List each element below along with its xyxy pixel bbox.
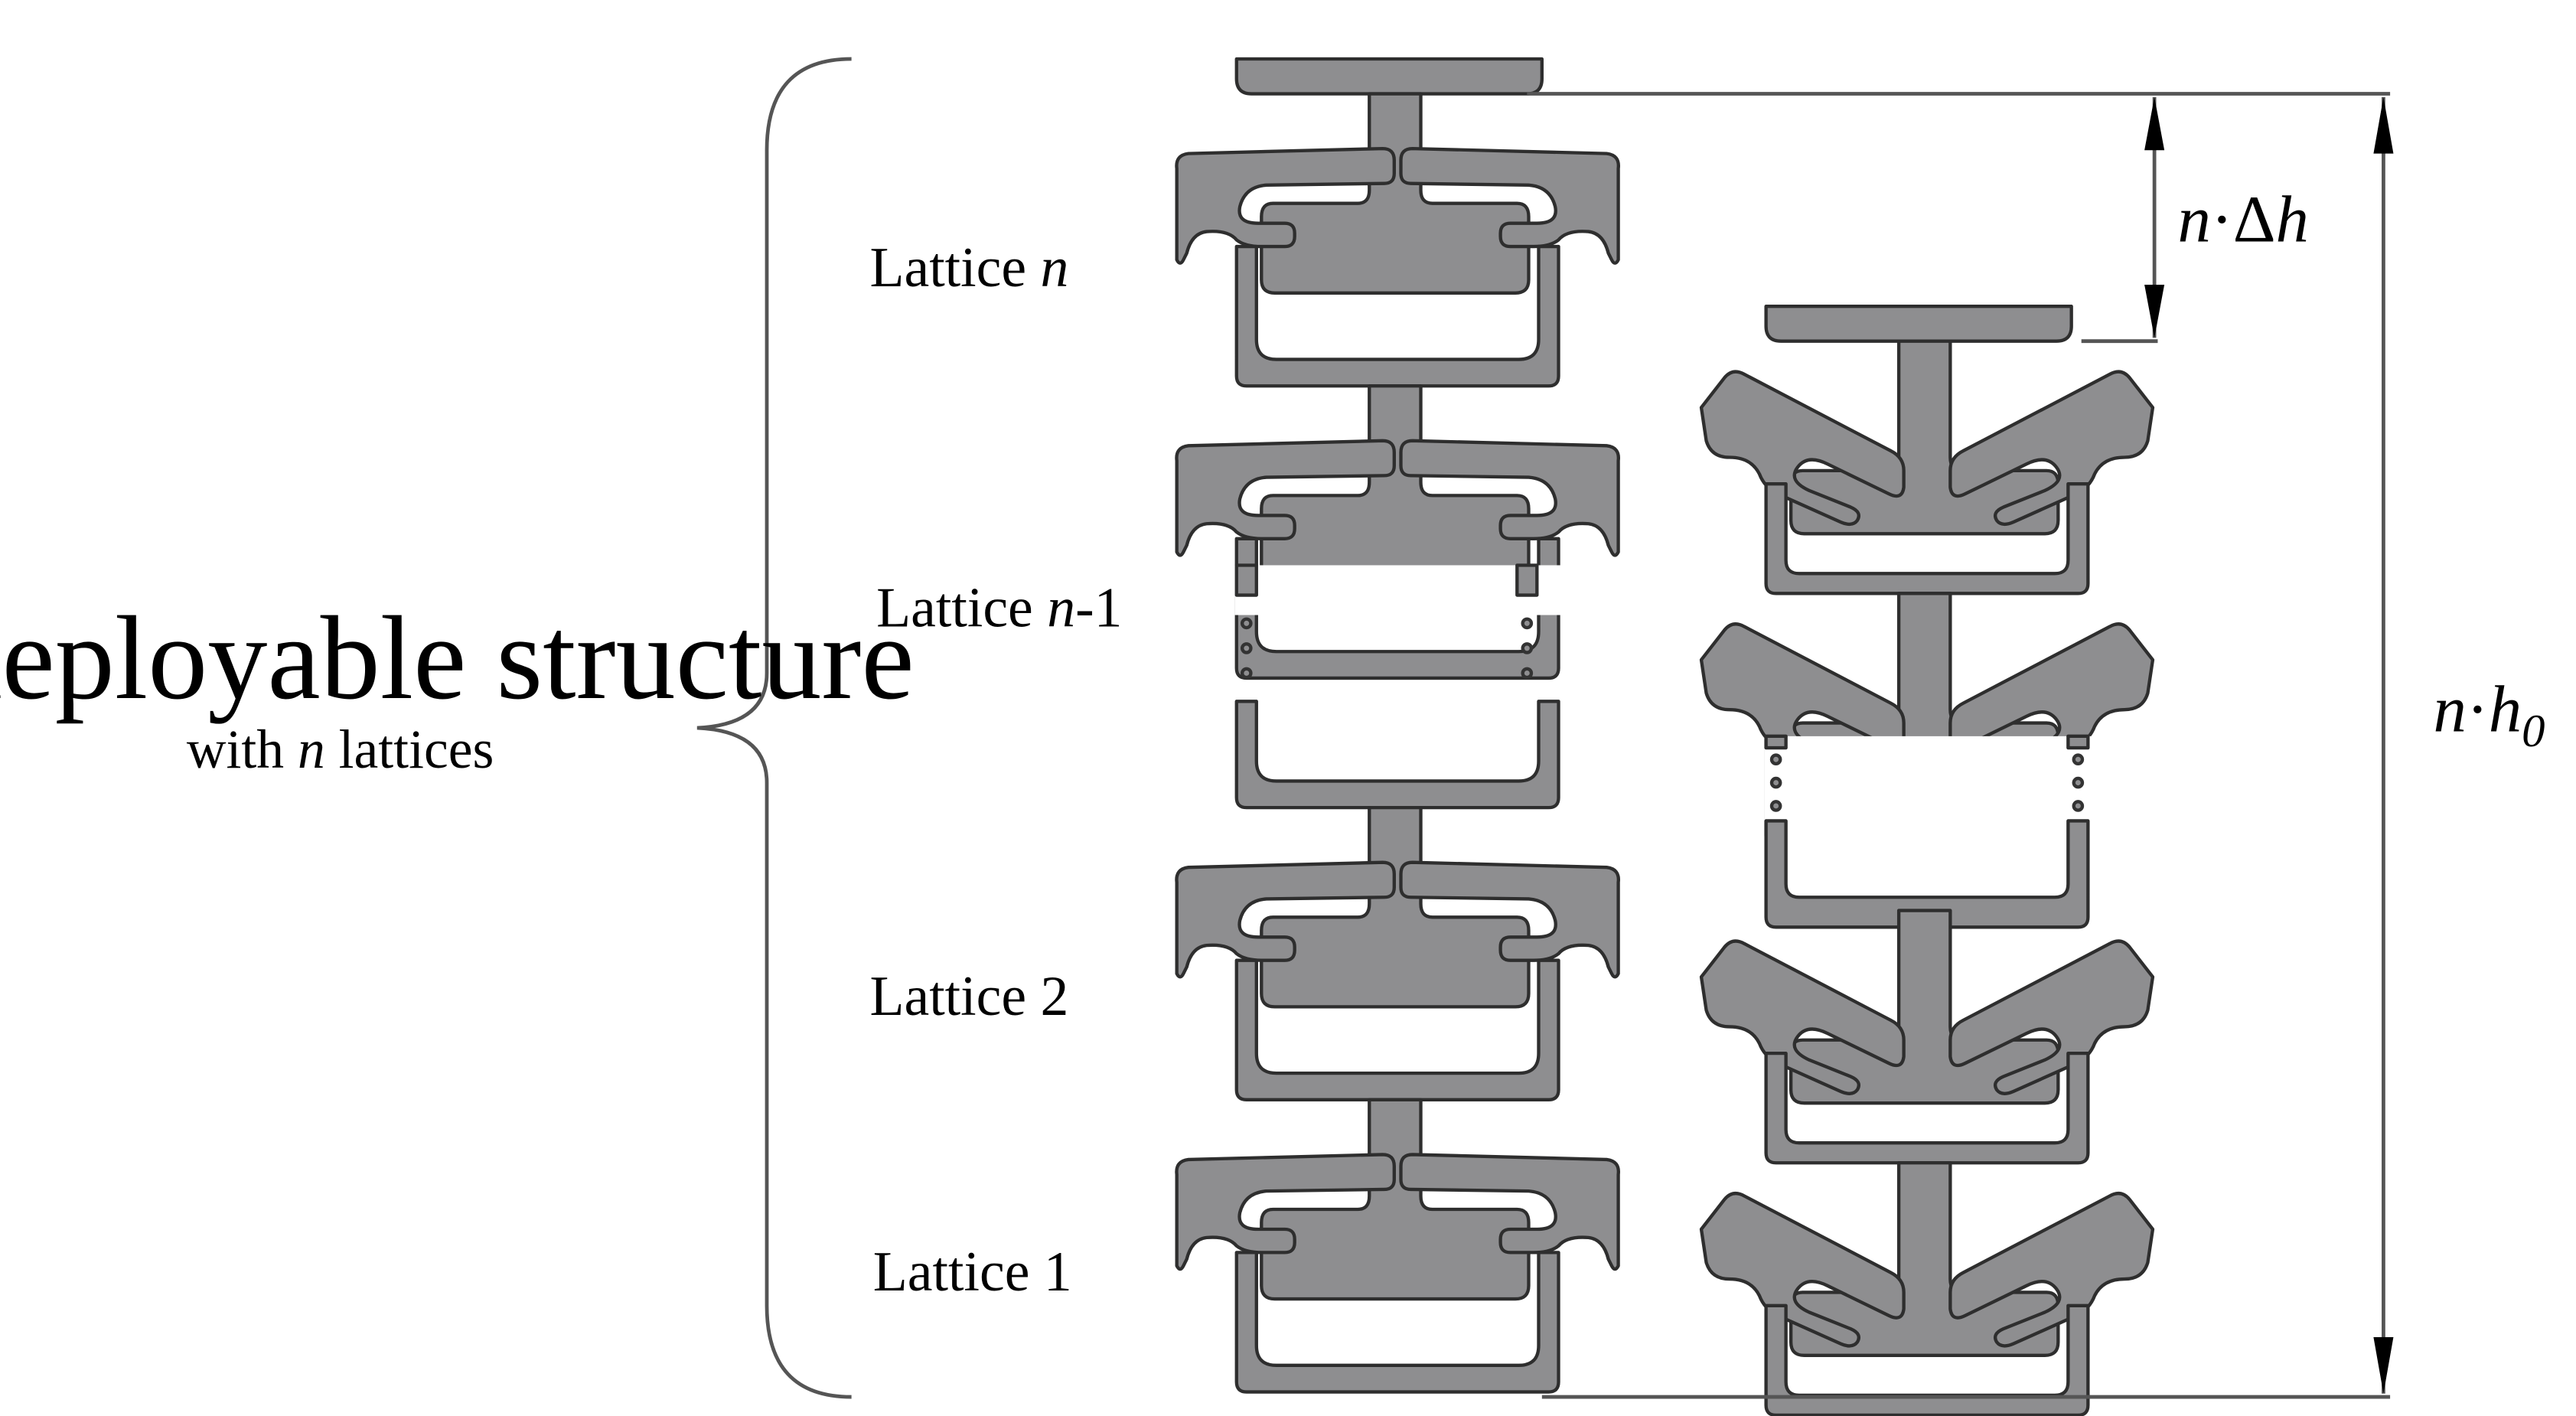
folded-top-cap [1764, 304, 2073, 343]
lattice-label-n: Lattice n [869, 236, 1068, 299]
dimension-lines [1527, 92, 2394, 1399]
curly-brace [696, 57, 852, 1399]
lattice-label-2: Lattice 2 [869, 964, 1068, 1027]
lattice-n-1-unit [1176, 386, 1618, 678]
structure-label-line1: 1D deployable structure [0, 592, 915, 724]
lattice-label-1: Lattice 1 [873, 1240, 1072, 1303]
ellipsis-dots-left [1240, 617, 1534, 680]
ellipsis-dots-right [1769, 753, 2085, 812]
structure-label-line2: with n lattices [187, 719, 494, 780]
delta-h-label: n·Δh [2177, 183, 2308, 256]
lattice-1-unit [1176, 1100, 1618, 1392]
lattice-label-n-1: Lattice n-1 [876, 576, 1122, 639]
lattice-2-unit [1176, 808, 1618, 1100]
top-cap [1234, 57, 1544, 96]
folded-column [1701, 304, 2153, 1415]
lattice-n-unit [1176, 94, 1618, 387]
open-column [1176, 57, 1618, 1392]
total-height-label: n·h0 [2433, 672, 2545, 757]
